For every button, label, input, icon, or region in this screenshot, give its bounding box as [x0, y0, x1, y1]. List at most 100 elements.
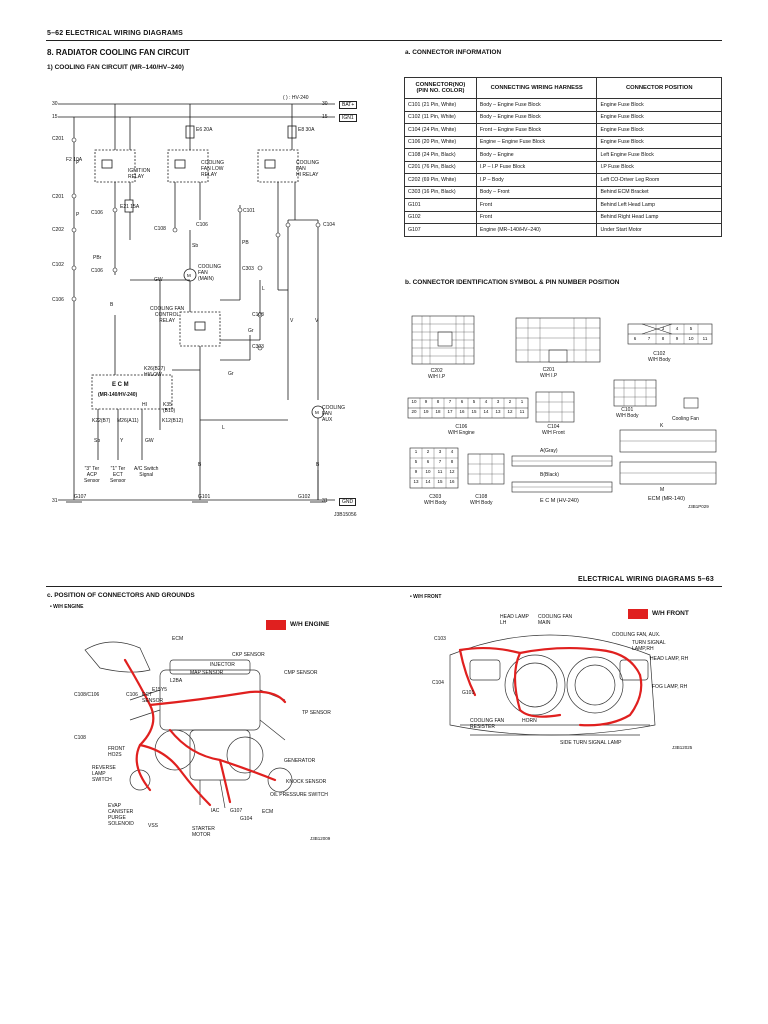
cell: Engine Fuse Block [596, 98, 722, 112]
engine-label: CKP SENSOR [232, 652, 265, 658]
table-row: C104 (24 Pin, White)Front – Engine Fuse … [404, 123, 722, 137]
engine-label: C106 [126, 692, 138, 698]
pin: 20 [411, 409, 417, 414]
fuse-e6: E6 20A [196, 127, 213, 133]
gnd-label: GND [339, 498, 357, 506]
ign-label: IGN1 [339, 114, 357, 122]
cell: G101 [404, 198, 477, 212]
pin: 13 [495, 409, 501, 414]
pin: 3 [496, 399, 500, 404]
cell: C108 (24 Pin, Black) [404, 148, 477, 162]
wire-color: V [315, 318, 319, 324]
label-m: M [660, 487, 665, 493]
wire-color: GW [154, 277, 163, 283]
header-rule [46, 40, 722, 41]
front-label: SIDE TURN SIGNAL LAMP [560, 740, 622, 746]
relay-fan-hi-label: COOLING FAN HI RELAY [296, 160, 320, 178]
engine-label: GENERATOR [284, 758, 316, 764]
pin: 17 [447, 409, 453, 414]
table-row: C201 (76 Pin, Black)I.P – I.P Fuse Block… [404, 160, 722, 174]
pin: 8 [436, 399, 440, 404]
cell: Body – Engine [475, 148, 598, 162]
label-cooling-fan: Cooling Fan [672, 416, 699, 422]
wire-color: PBr [93, 255, 102, 261]
rail-30-label: 30 [52, 101, 58, 107]
cell: C106 (20 Pin, White) [404, 135, 477, 149]
ecm-name: E C M [112, 382, 129, 388]
cell: C104 (24 Pin, White) [404, 123, 477, 137]
connector-label: C201 [52, 194, 64, 200]
fuse-e21: E21 15A [120, 204, 140, 210]
connector-label: C102 [52, 262, 64, 268]
svg-text:M: M [315, 410, 319, 415]
sensor-acp: "3" Ter ACP Sensor [84, 466, 100, 484]
front-legend-swatch [628, 609, 648, 619]
pin: 12 [449, 469, 455, 474]
relay-ignition-label: IGNITION RELAY [128, 168, 151, 180]
connector-label: C303 [242, 266, 254, 272]
cell: Left CO-Driver Leg Room [596, 173, 722, 187]
pin: 10 [688, 336, 694, 341]
pin: 7 [448, 399, 452, 404]
circuit-figure-code: J3B15056 [334, 512, 357, 518]
cell: Behind ECM Bracket [596, 185, 722, 199]
wire-color: Sb [94, 438, 101, 444]
engine-label: ECT SENSOR [142, 692, 164, 704]
label-c106: C106 W/H Engine [448, 424, 475, 436]
pin: 2 [508, 399, 512, 404]
front-label: C103 [434, 636, 446, 642]
front-label: C104 [432, 680, 444, 686]
cell: Front [475, 198, 598, 212]
engine-label: KNOCK SENSOR [286, 779, 327, 785]
wire-color: B [198, 462, 202, 468]
engine-label: INJECTOR [210, 662, 235, 668]
label-c108: C108 W/H Body [470, 494, 493, 506]
cell: Body – Engine Fuse Block [475, 98, 598, 112]
fuse-f2: F2 10A [66, 157, 83, 163]
engine-label: VSS [148, 823, 159, 829]
rail-31-label-right: 31 [322, 498, 328, 504]
cell: Behind Left Head Lamp [596, 198, 722, 212]
engine-label: L2BA [170, 678, 183, 684]
pin: 15 [437, 479, 443, 484]
engine-label: ECM [262, 809, 274, 815]
sensor-ect: "1" Ter ECT Sensor [110, 466, 126, 484]
fuse-e8: E8 30A [298, 127, 315, 133]
pin: 11 [702, 336, 708, 341]
front-label: HEAD LAMP LH [500, 614, 529, 626]
pin: 5 [414, 459, 418, 464]
engine-label: CMP SENSOR [284, 670, 318, 676]
engine-legend-swatch [266, 620, 286, 630]
c102-pins-bottom: 6 7 8 9 10 11 [628, 336, 712, 341]
label-c303: C303 W/H Body [424, 494, 447, 506]
wire-color: B [110, 302, 114, 308]
wire-color: B [316, 462, 320, 468]
ecm-hi-pin: HI [142, 402, 147, 408]
cell: I.P – Body [475, 173, 598, 187]
pin: 7 [647, 336, 651, 341]
connector-label: C303 [252, 344, 264, 350]
front-figure-code: J3B12025 [672, 745, 693, 750]
pin: 1 [520, 399, 524, 404]
connector-figure-code: J3B1P029 [688, 504, 709, 509]
engine-legend-label: W/H ENGINE [290, 621, 330, 628]
front-label: HORN [522, 718, 537, 724]
pin: 13 [413, 479, 419, 484]
pin: 12 [507, 409, 513, 414]
engine-label: FRONT HO2S [108, 746, 126, 758]
connector-label: C101 [243, 208, 255, 214]
label-c102: C102 W/H Body [648, 351, 671, 363]
circuit-subtitle: 1) COOLING FAN CIRCUIT (MR–140/HV–240) [47, 64, 184, 71]
pin: 9 [414, 469, 418, 474]
connector-label: C108 [154, 226, 166, 232]
pin: 14 [425, 479, 431, 484]
pin: 4 [450, 449, 454, 454]
pin: 14 [483, 409, 489, 414]
label-k: K [660, 423, 664, 429]
cell: Engine (MR–140/HV–240) [475, 223, 598, 237]
cell: C101 (21 Pin, White) [404, 98, 477, 112]
rail-15-label-right: 15 [322, 114, 328, 120]
position-title: c. POSITION OF CONNECTORS AND GROUNDS [47, 592, 195, 599]
